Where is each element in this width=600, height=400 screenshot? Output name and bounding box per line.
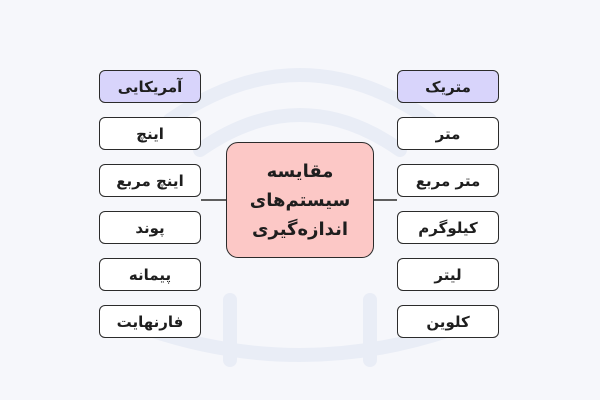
american-item-inch: اینچ [99,117,201,150]
metric-item-kilogram: کیلوگرم [397,211,499,244]
metric-item-meter: متر [397,117,499,150]
american-item-fahrenheit: فارنهایت [99,305,201,338]
center-title-line-1: مقایسه [266,160,334,182]
center-title-box: مقایسه سیستم‌های اندازه‌گیری [226,142,374,258]
american-item-pound: پوند [99,211,201,244]
metric-item-square-meter: متر مربع [397,164,499,197]
center-title-line-2: سیستم‌های [249,189,351,211]
american-item-square-inch: اینچ مربع [99,164,201,197]
metric-item-kelvin: کلوین [397,305,499,338]
metric-header: متریک [397,70,499,103]
american-header: آمریکایی [99,70,201,103]
metric-item-liter: لیتر [397,258,499,291]
center-title-line-3: اندازه‌گیری [252,218,348,240]
american-item-cup: پیمانه [99,258,201,291]
